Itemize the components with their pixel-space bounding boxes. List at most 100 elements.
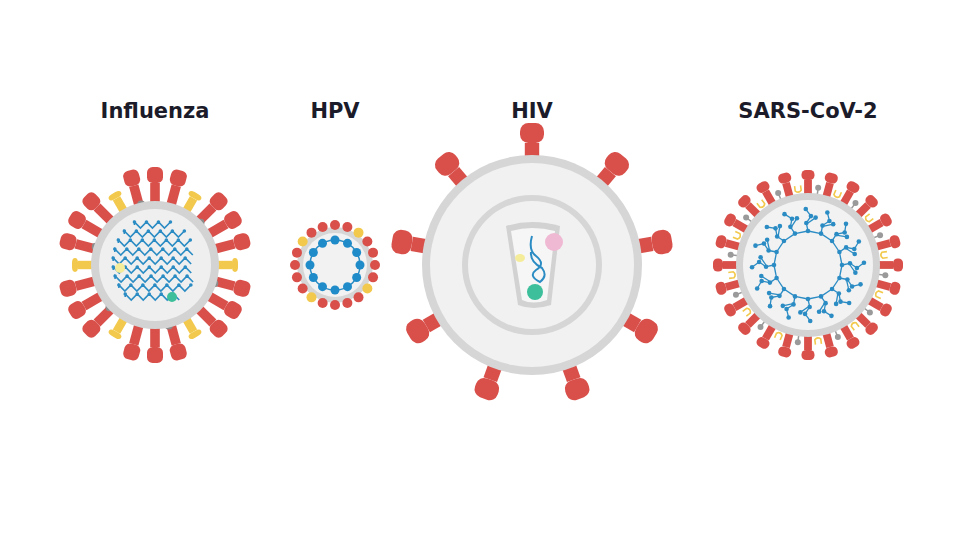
polymerase xyxy=(115,263,125,273)
hemagglutinin-spike-head xyxy=(66,209,88,231)
hemagglutinin-spike-head xyxy=(207,317,230,340)
spike-protein-head xyxy=(755,335,771,350)
spike-protein-head xyxy=(715,281,728,296)
capsomere xyxy=(342,298,352,308)
nucleoprotein xyxy=(111,265,115,269)
histone-bead xyxy=(331,236,340,245)
nucleocapsid xyxy=(817,309,822,314)
nucleoprotein xyxy=(147,292,151,296)
nucleocapsid xyxy=(767,291,772,296)
viral-envelope xyxy=(736,193,880,337)
histone-bead xyxy=(318,282,327,291)
nucleoprotein xyxy=(135,229,139,233)
envelope-protein xyxy=(795,185,802,192)
neuraminidase-spike-head xyxy=(232,258,238,272)
histone-bead xyxy=(352,273,361,282)
nucleoprotein xyxy=(173,247,177,251)
nucleoprotein xyxy=(125,274,129,278)
spike-protein-head xyxy=(888,234,901,249)
nucleocapsid xyxy=(845,235,850,240)
nucleoprotein xyxy=(137,247,141,251)
nucleocapsid xyxy=(829,314,834,319)
nucleocapsid xyxy=(768,304,773,309)
spike-protein-head xyxy=(736,193,752,209)
hemagglutinin-spike-head xyxy=(147,347,163,363)
hemagglutinin-spike-head xyxy=(168,342,188,362)
histone-bead xyxy=(318,239,327,248)
nucleoprotein xyxy=(157,220,161,224)
capsomere xyxy=(370,260,380,270)
rna-genome xyxy=(531,236,545,282)
nucleoprotein xyxy=(159,292,163,296)
envelope-protein xyxy=(733,232,741,240)
nucleoprotein xyxy=(189,283,193,287)
nucleocapsid xyxy=(831,222,836,227)
inner-space xyxy=(468,201,596,329)
capsomere xyxy=(292,248,302,258)
nucleoprotein xyxy=(189,238,193,242)
hemagglutinin-spike-head xyxy=(147,167,163,183)
nucleoprotein xyxy=(135,256,139,260)
nucleoprotein xyxy=(147,229,151,233)
nucleocapsid xyxy=(765,225,770,230)
histone-bead xyxy=(306,261,315,270)
histone-bead xyxy=(343,282,352,291)
nucleoprotein xyxy=(185,274,189,278)
envelope-protein xyxy=(833,190,841,198)
capsomere xyxy=(354,292,364,302)
nucleoprotein xyxy=(145,220,149,224)
nucleoprotein xyxy=(147,256,151,260)
nucleoprotein xyxy=(117,238,121,242)
nucleocapsid xyxy=(834,302,839,307)
spike-protein-head xyxy=(722,302,737,318)
membrane-protein xyxy=(852,200,858,206)
nucleocapsid xyxy=(825,210,830,215)
nucleocapsid xyxy=(808,319,813,324)
nucleoprotein xyxy=(165,283,169,287)
membrane-protein xyxy=(743,215,749,221)
nucleoprotein xyxy=(113,274,117,278)
spike-protein-head xyxy=(802,170,815,180)
nucleoprotein xyxy=(113,247,117,251)
capsomere xyxy=(318,298,328,308)
gp120-spike-head xyxy=(432,149,463,180)
nucleocapsid xyxy=(755,286,760,291)
spike-protein-head xyxy=(893,259,903,272)
nucleocapsid xyxy=(795,216,800,221)
gp120-spike-head xyxy=(632,316,661,347)
gp120-spike-head xyxy=(520,123,544,143)
hemagglutinin-spike xyxy=(147,167,163,207)
membrane-protein xyxy=(795,339,801,345)
hemagglutinin-spike-head xyxy=(232,232,252,252)
matrix-layer xyxy=(462,195,602,335)
spike-protein-head xyxy=(845,179,861,194)
membrane-protein xyxy=(728,252,734,258)
hemagglutinin-spike-head xyxy=(222,299,244,321)
gp120-spike-head xyxy=(390,229,414,256)
hemagglutinin-spike-head xyxy=(122,342,142,362)
hemagglutinin-spike xyxy=(147,323,163,363)
nucleoprotein xyxy=(169,220,173,224)
nucleoprotein xyxy=(153,238,157,242)
nucleoprotein xyxy=(171,265,175,269)
nucleocapsid xyxy=(786,315,791,320)
capsomere xyxy=(318,222,328,232)
spike-protein-head xyxy=(802,350,815,360)
nucleoprotein xyxy=(173,274,177,278)
protease xyxy=(515,254,525,262)
nucleoprotein xyxy=(137,274,141,278)
nucleoprotein xyxy=(159,229,163,233)
spike-protein-head xyxy=(878,212,893,228)
envelope-protein xyxy=(880,252,887,259)
polymerase xyxy=(167,292,177,302)
nucleocapsid xyxy=(844,222,849,227)
capsid-shell xyxy=(297,227,373,303)
spike-protein-head xyxy=(824,172,839,185)
nucleoprotein xyxy=(171,256,175,260)
neuraminidase-spike-head xyxy=(107,328,122,340)
nucleoprotein xyxy=(123,256,127,260)
nucleoprotein xyxy=(123,292,127,296)
nucleocapsid xyxy=(781,304,786,309)
virus-name: HPV xyxy=(310,99,359,124)
hemagglutinin-spike-head xyxy=(207,190,230,213)
